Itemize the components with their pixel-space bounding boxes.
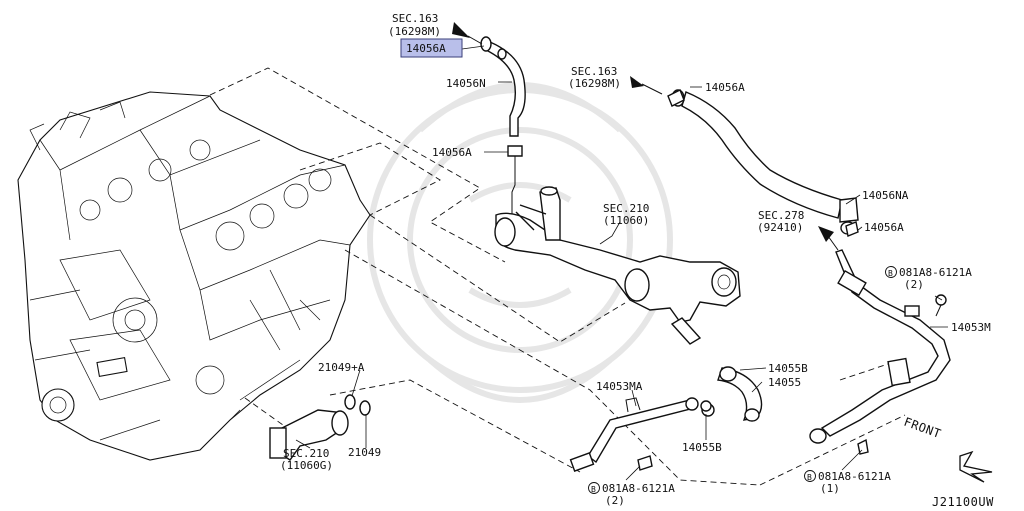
label-081A8-r2[interactable]: 081A8-6121A xyxy=(818,470,891,483)
pipe-14053MA xyxy=(569,397,699,472)
bolt-marker-r2 xyxy=(804,470,816,482)
labels: SEC.163 (16298M) 14056A 14056N 14056A SE… xyxy=(280,12,994,509)
bolt-marker-bot xyxy=(588,482,600,494)
label-bolt-qty-r2: (1) xyxy=(820,482,840,495)
water-outlet-11060 xyxy=(494,186,741,345)
label-14055[interactable]: 14055 xyxy=(768,376,801,389)
bolt-marker-r1 xyxy=(885,266,897,278)
pipe-14053M xyxy=(809,221,951,444)
engine-block xyxy=(17,91,371,461)
label-sec278: SEC.278 xyxy=(758,209,804,222)
guide-lines xyxy=(209,67,906,486)
hose-14056NA xyxy=(671,89,859,223)
label-sec163-top-sub: (16298M) xyxy=(388,25,441,38)
label-sec210-top: SEC.210 xyxy=(603,202,649,215)
bolt-prefix-r2: B xyxy=(807,473,812,482)
label-081A8-r1[interactable]: 081A8-6121A xyxy=(899,266,972,279)
label-21049[interactable]: 21049 xyxy=(348,446,381,459)
label-sec163-top: SEC.163 xyxy=(392,12,438,25)
label-bolt-qty-bot: (2) xyxy=(605,494,625,507)
label-14056N[interactable]: 14056N xyxy=(446,77,486,90)
label-14056A-highlighted[interactable]: 14056A xyxy=(406,42,446,55)
label-081A8-bot[interactable]: 081A8-6121A xyxy=(602,482,675,495)
front-indicator: FRONT xyxy=(902,415,993,483)
diagram-code: J21100UW xyxy=(932,495,994,509)
label-sec210-top-sub: (11060) xyxy=(603,214,649,227)
front-label: FRONT xyxy=(902,415,943,441)
label-14055B-a[interactable]: 14055B xyxy=(768,362,808,375)
label-sec278-sub: (92410) xyxy=(757,221,803,234)
bolt-prefix-bot: B xyxy=(591,485,596,494)
water-inlet-11060G xyxy=(269,394,371,461)
hose-14055 xyxy=(701,366,763,422)
label-14053MA[interactable]: 14053MA xyxy=(596,380,643,393)
label-sec163-right-sub: (16298M) xyxy=(568,77,621,90)
leader-lines xyxy=(295,45,948,481)
direction-arrows xyxy=(452,22,839,251)
label-14056A-mid[interactable]: 14056A xyxy=(432,146,472,159)
highlight-box-14056A xyxy=(400,38,463,58)
label-bolt-qty-r1: (2) xyxy=(904,278,924,291)
label-14056A-right[interactable]: 14056A xyxy=(705,81,745,94)
bolt-prefix-r1: B xyxy=(888,269,893,278)
label-sec210-bot: SEC.210 xyxy=(283,447,329,460)
label-sec210-bot-sub: (11060G) xyxy=(280,459,333,472)
label-14056NA[interactable]: 14056NA xyxy=(862,189,909,202)
label-14053M[interactable]: 14053M xyxy=(951,321,991,334)
label-14055B-b[interactable]: 14055B xyxy=(682,441,722,454)
label-sec163-right: SEC.163 xyxy=(571,65,617,78)
label-21049A[interactable]: 21049+A xyxy=(318,361,365,374)
label-14056A-r2[interactable]: 14056A xyxy=(864,221,904,234)
